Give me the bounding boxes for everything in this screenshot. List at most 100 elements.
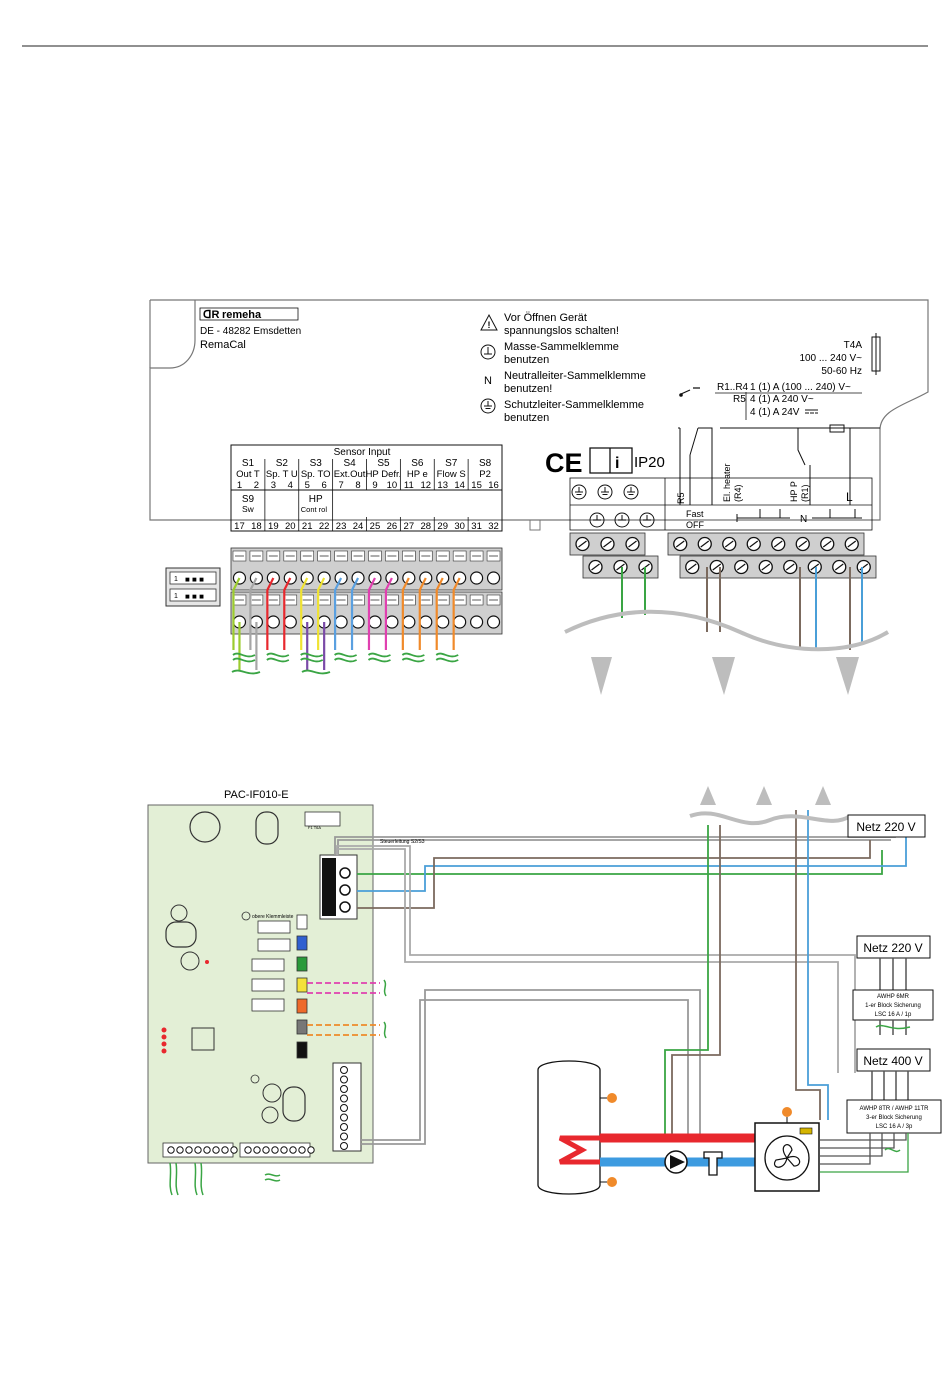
sensor-wire <box>317 577 326 650</box>
terminal-screw[interactable] <box>469 571 484 585</box>
rating-value-3: 4 (1) A 24V <box>750 407 800 418</box>
terminal-screw[interactable] <box>176 1146 184 1154</box>
terminal-screw[interactable] <box>253 1146 261 1154</box>
terminal-screw[interactable] <box>340 1075 348 1084</box>
terminal-screw[interactable] <box>194 1146 202 1154</box>
terminal-screw[interactable] <box>368 615 382 629</box>
terminal-screw[interactable] <box>453 615 467 629</box>
terminal-screw[interactable] <box>334 615 348 629</box>
terminal-screw[interactable] <box>340 1104 348 1112</box>
terminal-screw[interactable] <box>212 1146 220 1154</box>
fan-icon <box>774 1144 801 1168</box>
sensor-wire <box>232 577 241 650</box>
fuse-box-1-line3: LSC 16 A / 1p <box>875 1012 912 1018</box>
cable-break-icon <box>232 652 256 663</box>
terminal-screw[interactable] <box>185 1146 193 1154</box>
warning-2-line1: Masse-Sammelklemme <box>504 341 619 353</box>
terminal-screw[interactable] <box>340 1113 348 1122</box>
rating-label-2: R5 <box>733 394 746 405</box>
sensor-pin-number: 21 <box>302 521 313 532</box>
ip-rating: IP20 <box>634 454 665 471</box>
sensor-pin-number: 1 <box>237 480 242 491</box>
terminal-screw[interactable] <box>486 615 501 629</box>
fuse-spec: T4A 100 ... 240 V~ 50-60 Hz <box>799 333 881 377</box>
terminal-screw[interactable] <box>283 615 297 629</box>
relay-ratings: R1..R4 1 (1) A (100 ... 240) V~ R5 4 (1)… <box>679 382 862 420</box>
sensor-pin-number: 3 <box>271 480 276 491</box>
sensor-input-title: Sensor Input <box>334 447 391 458</box>
netz-220-label-b: Netz 220 V <box>863 941 922 955</box>
sensor-id: S1 <box>242 458 255 469</box>
terminal-screw[interactable] <box>203 1146 211 1154</box>
brand-logo-frame <box>199 307 299 321</box>
signal-line-label: Steuerleitung S2/S3 <box>380 839 425 845</box>
terminal-screw[interactable] <box>486 571 501 585</box>
warnings-list: ! Vor Öffnen Gerät spannungslos schalten… <box>480 312 646 424</box>
sensor-pin-number: 9 <box>372 480 377 491</box>
label-el-heater: El. heater <box>722 463 732 502</box>
terminal-screw[interactable] <box>221 1146 229 1154</box>
info-icon: i <box>615 455 619 472</box>
cable-break-icon <box>334 652 358 663</box>
sensor-name: Flow S <box>437 469 466 480</box>
cable-break-icon <box>301 669 331 675</box>
terminal-screw[interactable] <box>249 571 264 585</box>
terminal-screw[interactable] <box>340 1085 348 1093</box>
label-fast: Fast <box>686 509 704 519</box>
terminal-screw[interactable] <box>271 1146 279 1154</box>
ground-icon <box>589 512 605 528</box>
terminal-screw[interactable] <box>340 1142 348 1150</box>
sensor-wire <box>283 577 292 650</box>
sensor-bottom-icon <box>607 1177 617 1187</box>
cable-break-icon <box>435 652 459 663</box>
svg-text:F1 T6A: F1 T6A <box>308 825 321 830</box>
sensor-terminal-block <box>230 547 503 635</box>
interface-wires <box>307 820 907 1145</box>
rating-value-1: 1 (1) A (100 ... 240) V~ <box>750 382 851 393</box>
terminal-screw[interactable] <box>340 1066 348 1074</box>
svg-text:■ ■ ■: ■ ■ ■ <box>185 592 204 601</box>
circulation-pump-icon <box>664 1150 688 1174</box>
sensor-pin-number: 30 <box>454 521 465 532</box>
sensor-pin-number: 25 <box>370 521 381 532</box>
terminal-screw[interactable] <box>340 1132 348 1141</box>
cable-break-icon <box>266 652 290 663</box>
terminal-screw[interactable] <box>289 1146 297 1154</box>
terminal-screw[interactable] <box>230 1146 238 1154</box>
sensor-name: Sw <box>242 504 255 514</box>
terminal-screw[interactable] <box>385 615 399 629</box>
terminal-screw[interactable] <box>266 615 280 629</box>
terminal-screw[interactable] <box>469 615 484 629</box>
sensor-pin-number: 28 <box>420 521 431 532</box>
terminal-screw[interactable] <box>262 1146 270 1154</box>
sensor-pin-number: 29 <box>437 521 448 532</box>
label-n: N <box>800 514 807 525</box>
mains-wires <box>621 567 863 650</box>
terminal-screw[interactable] <box>351 615 365 629</box>
terminal-screw[interactable] <box>167 1146 175 1154</box>
terminal-screw[interactable] <box>436 615 450 629</box>
sensor-pin-number: 31 <box>471 521 482 532</box>
sensor-pin-number: 8 <box>355 480 360 491</box>
terminal-screw[interactable] <box>244 1146 252 1154</box>
sensor-wire <box>452 577 461 650</box>
sensor-pin-number: 15 <box>471 480 482 491</box>
valve-icon <box>703 1151 723 1176</box>
svg-text:1: 1 <box>174 593 178 600</box>
terminal-screw[interactable] <box>419 615 433 629</box>
sensor-id: S8 <box>479 458 492 469</box>
fuse-box-2: AWHP 8TR / AWHP 11TR 3-er Block Sicherun… <box>820 1071 942 1173</box>
terminal-screw[interactable] <box>340 1123 348 1131</box>
arrow-up-icon <box>815 786 831 805</box>
rating-label-1: R1..R4 <box>717 382 749 393</box>
sensor-pin-number: 24 <box>353 521 364 532</box>
terminal-screw[interactable] <box>307 1146 315 1154</box>
arrow-down-icon <box>591 657 612 695</box>
terminal-screw[interactable] <box>298 1146 306 1154</box>
terminal-screw[interactable] <box>402 615 416 629</box>
sensor-name: Sp. T U <box>266 469 298 480</box>
sensor-pin-number: 32 <box>488 521 499 532</box>
terminal-screw[interactable] <box>280 1146 288 1154</box>
cable-break-icon <box>231 669 261 675</box>
terminal-screw[interactable] <box>340 1094 348 1103</box>
